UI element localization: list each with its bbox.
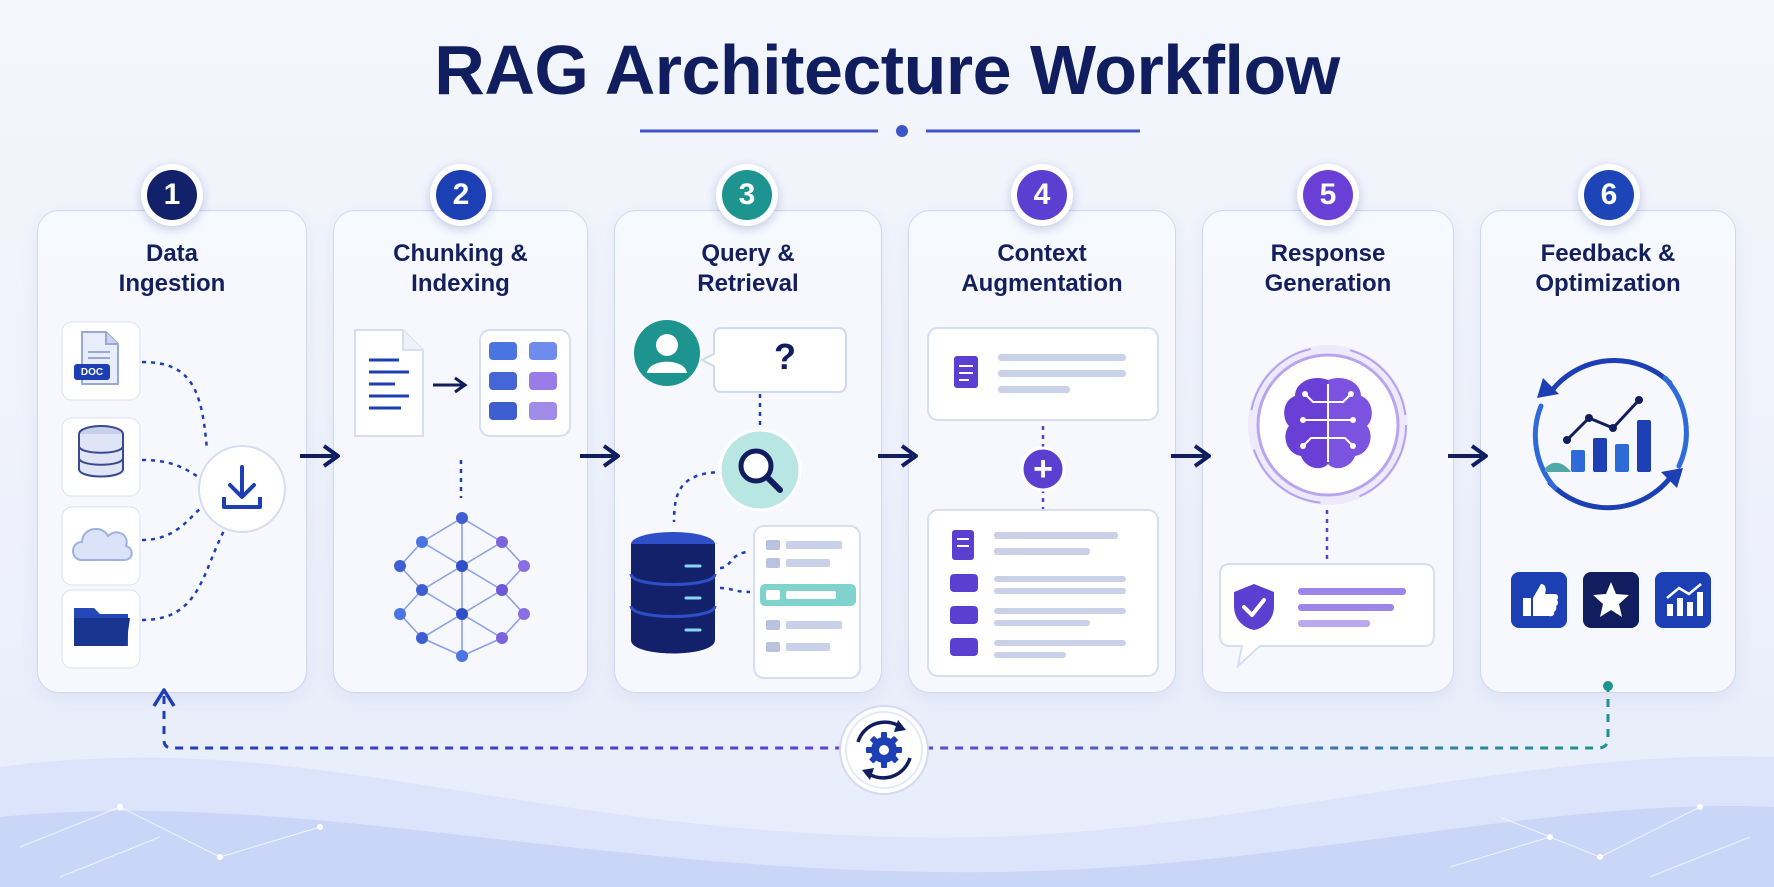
step-title-5-line1: Response: [1270, 240, 1386, 267]
page-title: RAG Architecture Workflow: [434, 31, 1340, 109]
step-title-3-line1: Query &: [701, 240, 795, 267]
step-title-5: Response Generation: [1203, 239, 1453, 299]
growth-chart-icon: [1532, 358, 1689, 511]
thumbs-up-icon: [1511, 572, 1567, 628]
step-number-6: 6: [1584, 170, 1634, 220]
step-title-1: Data Ingestion: [38, 239, 306, 299]
query-mark: ?: [774, 336, 796, 377]
step-badge-3: 3: [716, 164, 778, 226]
retrieval-connectors: [672, 394, 762, 594]
step-badge-2: 2: [430, 164, 492, 226]
title-divider: [640, 125, 1140, 137]
step-title-4-line1: Context: [997, 240, 1087, 267]
response-bubble: [1219, 563, 1435, 669]
step-title-3-line2: Retrieval: [697, 270, 799, 297]
arrow-1-2: [300, 444, 340, 468]
download-icon: [198, 445, 286, 533]
database-icon: [78, 425, 124, 478]
step-title-6: Feedback & Optimization: [1481, 239, 1735, 299]
step-number-4: 4: [1017, 170, 1067, 220]
magnifier-icon: [718, 428, 802, 512]
chunking-illustration: [354, 329, 571, 498]
step-badge-5: 5: [1297, 164, 1359, 226]
step-number-5: 5: [1303, 170, 1353, 220]
arrow-3-4: [878, 444, 918, 468]
background-wave: [0, 756, 1774, 887]
step-title-2: Chunking & Indexing: [334, 239, 587, 299]
doc-label: DOC: [80, 367, 104, 378]
star-icon: [1583, 572, 1639, 628]
query-context-panel: [927, 327, 1159, 421]
brain-icon: [1248, 345, 1408, 505]
retrieved-context-panel: [927, 509, 1159, 677]
document-icon: [74, 331, 119, 385]
vector-database-icon: [629, 532, 717, 654]
step-title-6-line2: Optimization: [1535, 270, 1681, 297]
step-title-5-line2: Generation: [1264, 270, 1392, 297]
generation-connector: [1325, 510, 1329, 572]
arrow-4-5: [1171, 444, 1211, 468]
shield-check-icon: [1234, 584, 1274, 630]
step-title-2-line1: Chunking &: [393, 240, 528, 267]
step-card-2: Chunking & Indexing: [333, 210, 588, 693]
step-number-2: 2: [436, 170, 486, 220]
step-title-1-line2: Ingestion: [118, 270, 226, 297]
step-badge-4: 4: [1011, 164, 1073, 226]
folder-icon: [74, 608, 130, 646]
retrieved-results-panel: [753, 525, 861, 679]
plus-symbol: +: [1033, 450, 1053, 488]
arrow-5-6: [1448, 444, 1488, 468]
step-title-4: Context Augmentation: [909, 239, 1175, 299]
step-title-4-line2: Augmentation: [961, 270, 1123, 297]
cloud-icon: [72, 527, 133, 561]
user-icon: [634, 320, 700, 386]
step-number-1: 1: [147, 170, 197, 220]
analytics-icon: [1655, 572, 1711, 628]
step-title-6-line1: Feedback &: [1540, 240, 1676, 267]
vector-network-icon: [394, 512, 530, 662]
gear-cycle-icon: [839, 705, 929, 795]
arrow-2-3: [580, 444, 620, 468]
step-badge-1: 1: [141, 164, 203, 226]
plus-icon: [1020, 446, 1066, 492]
step-title-2-line2: Indexing: [411, 270, 510, 297]
step-badge-6: 6: [1578, 164, 1640, 226]
query-bubble: [699, 327, 847, 393]
step-title-3: Query & Retrieval: [615, 239, 881, 299]
step-title-1-line1: Data: [145, 240, 199, 267]
step-number-3: 3: [722, 170, 772, 220]
